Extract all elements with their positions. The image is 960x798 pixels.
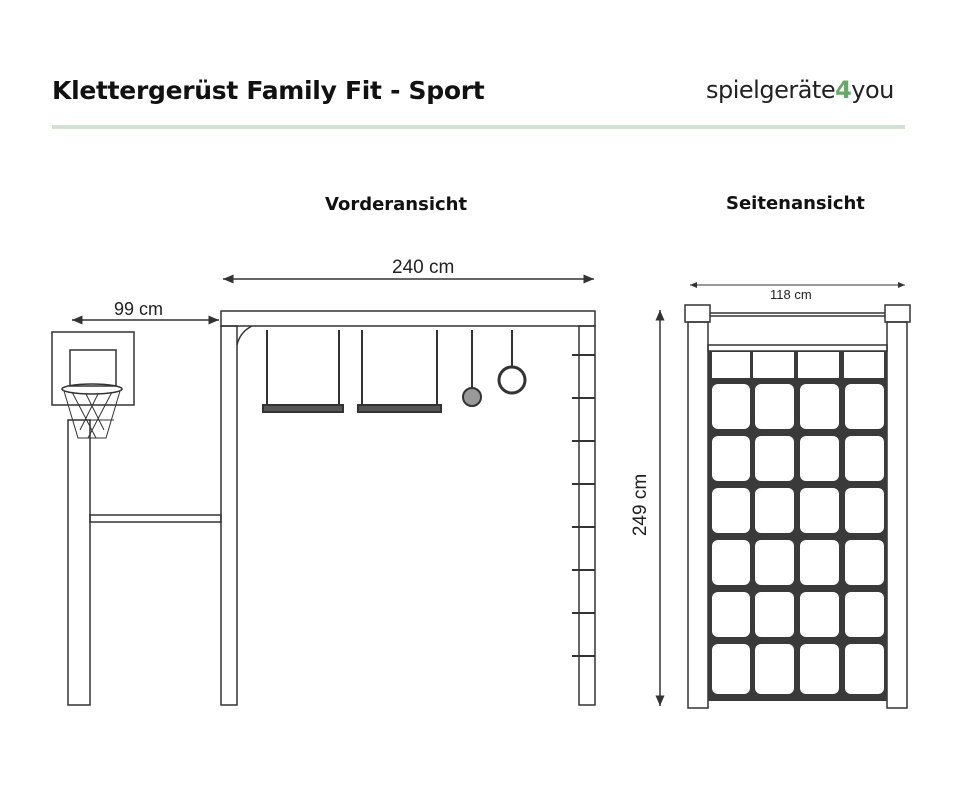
side-view-heading: Seitenansicht — [726, 193, 865, 214]
swings — [262, 330, 527, 413]
front-width-label: 240 cm — [392, 257, 455, 278]
front-frame — [220, 310, 596, 706]
brand-logo: spielgeräte4you — [706, 76, 894, 104]
basket-distance-label: 99 cm — [114, 299, 164, 319]
front-view-heading: Vorderansicht — [325, 194, 468, 215]
side-width-label: 118 cm — [770, 287, 812, 302]
ladder — [572, 354, 595, 657]
basketball-hoop — [51, 331, 222, 706]
header-divider — [52, 125, 905, 129]
page-title: Klettergerüst Family Fit - Sport — [52, 76, 485, 105]
climbing-net — [708, 351, 887, 701]
side-frame — [684, 304, 911, 709]
